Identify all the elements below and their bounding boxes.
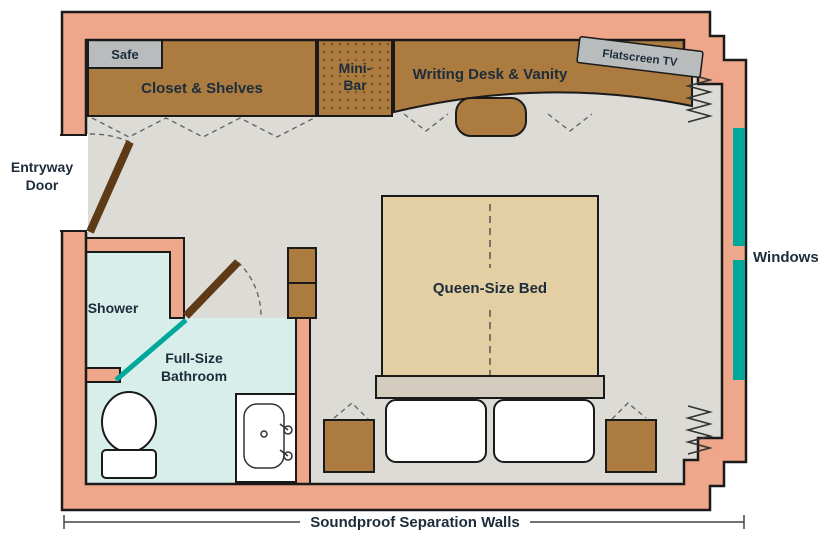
bathroom-wall-right <box>295 317 311 485</box>
window-upper <box>733 128 745 246</box>
closet-label: Closet & Shelves <box>141 80 263 97</box>
entry-opening <box>59 134 88 232</box>
headboard <box>375 375 605 399</box>
mini-bar-dots <box>317 39 393 117</box>
bathroom-label-1: Full-Size <box>165 350 223 366</box>
lamp-dashes-left <box>333 402 369 420</box>
soundproof-label: Soundproof Separation Walls <box>310 514 519 531</box>
shower-label: Shower <box>88 300 139 316</box>
desk-stool <box>455 97 527 137</box>
sink-basin <box>243 403 285 469</box>
bathroom-door-leaf <box>183 259 241 319</box>
flatscreen-tv: Flatscreen TV <box>576 36 704 78</box>
bathroom-label-2: Bathroom <box>161 368 227 384</box>
desk-dashes-left <box>403 113 449 132</box>
sink-drain <box>260 430 268 438</box>
faucet-icon-top <box>279 423 293 435</box>
toilet-tank <box>101 449 157 479</box>
nightstand-right <box>605 419 657 473</box>
minibar-label-2: Bar <box>343 77 367 93</box>
windows-label: Windows <box>753 249 819 266</box>
safe-label: Safe <box>111 47 138 62</box>
minibar-label-1: Mini- <box>339 60 372 76</box>
entry-door-leaf <box>86 140 134 234</box>
sink-counter <box>235 393 297 483</box>
nightstand-left <box>323 419 375 473</box>
desk-dashes-right <box>547 113 593 132</box>
window-lower <box>733 260 745 380</box>
shower-wall-stub <box>83 367 121 383</box>
desk-label: Writing Desk & Vanity <box>413 66 568 83</box>
lamp-dashes-right <box>611 402 647 420</box>
entry-label-1: Entryway <box>11 159 73 175</box>
entry-label-2: Door <box>26 177 59 193</box>
curtain-coil-top <box>684 73 714 123</box>
bathroom-door-arc <box>237 261 262 317</box>
closet-door-dashes <box>91 117 315 138</box>
pillow-right <box>493 399 595 463</box>
bed-label: Queen-Size Bed <box>433 280 547 297</box>
shower-glass <box>114 318 188 382</box>
faucet-icon-bottom <box>279 449 293 461</box>
toilet-bowl <box>101 391 157 453</box>
pillow-left <box>385 399 487 463</box>
curtain-coil-bottom <box>684 405 714 455</box>
